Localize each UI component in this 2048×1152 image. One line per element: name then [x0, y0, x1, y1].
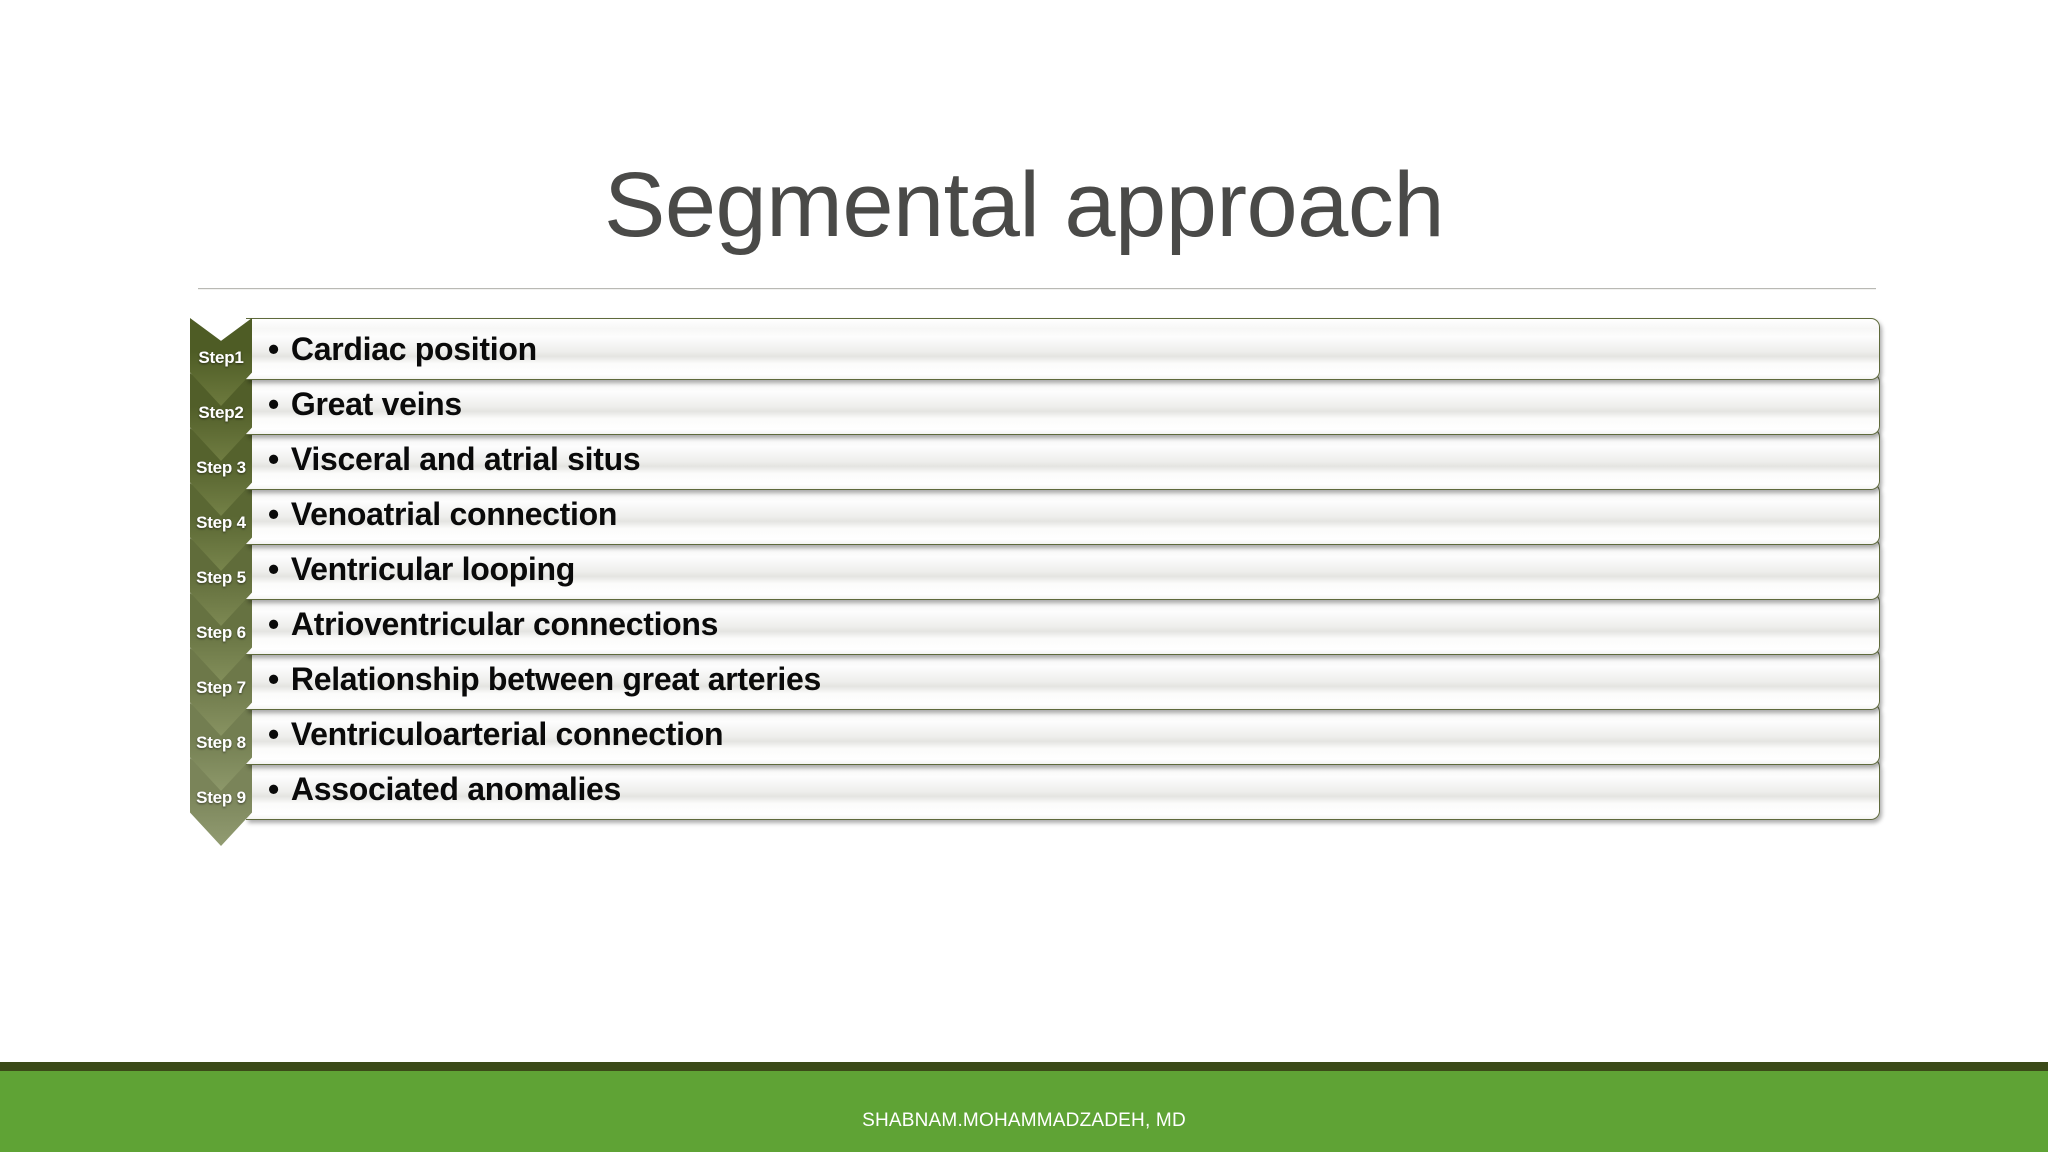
step-marker-label: Step 8: [196, 733, 246, 752]
footer-accent-stripe: [0, 1062, 2048, 1071]
step-text-label: Ventricular looping: [290, 550, 576, 587]
step-marker-label: Step 6: [196, 623, 246, 642]
step-text: • Ventriculoarterial connection: [246, 715, 724, 753]
bullet-icon: •: [268, 770, 279, 807]
step-row[interactable]: • Visceral and atrial situs Step 3: [190, 428, 1880, 516]
step-marker-label: Step2: [198, 403, 244, 422]
step-text: • Atrioventricular connections: [246, 606, 718, 643]
step-text-label: Visceral and atrial situs: [290, 440, 641, 477]
footer-band: [0, 1071, 2048, 1152]
step-text-label: Atrioventricular connections: [290, 605, 719, 642]
step-bar[interactable]: • Relationship between great arteries: [246, 648, 1880, 710]
step-text-label: Venoatrial connection: [290, 495, 618, 532]
step-text: • Great veins: [246, 386, 462, 423]
step-text: • Venoatrial connection: [246, 496, 617, 533]
step-marker-label: Step 9: [196, 788, 246, 807]
step-text: • Associated anomalies: [246, 771, 621, 808]
step-bar[interactable]: • Ventricular looping: [246, 538, 1880, 600]
step-marker-label: Step 5: [196, 568, 246, 587]
step-bar[interactable]: • Atrioventricular connections: [246, 593, 1880, 655]
step-text-label: Associated anomalies: [290, 770, 622, 807]
step-row[interactable]: • Ventriculoarterial connection Step 8: [190, 703, 1880, 791]
page-title: Segmental approach: [603, 154, 1445, 256]
step-text: • Cardiac position: [246, 331, 537, 368]
step-marker-label: Step 4: [196, 513, 246, 532]
step-bar[interactable]: • Visceral and atrial situs: [246, 428, 1880, 490]
step-text: • Relationship between great arteries: [246, 661, 821, 698]
step-bar[interactable]: • Great veins: [246, 373, 1880, 435]
step-bar[interactable]: • Venoatrial connection: [246, 483, 1880, 545]
bullet-icon: •: [268, 495, 279, 532]
footer-author: SHABNAM.MOHAMMADZADEH, MD: [862, 1110, 1186, 1131]
step-marker-label: Step 3: [196, 458, 246, 477]
step-row[interactable]: • Atrioventricular connections Step 6: [190, 593, 1880, 681]
bullet-icon: •: [268, 330, 279, 367]
bullet-icon: •: [268, 605, 279, 642]
step-marker-label: Step1: [198, 348, 244, 367]
step-text: • Ventricular looping: [246, 551, 575, 588]
bullet-icon: •: [268, 715, 279, 752]
step-row[interactable]: • Ventricular looping Step 5: [190, 538, 1880, 626]
step-row[interactable]: • Cardiac position Step1: [190, 318, 1880, 406]
step-row[interactable]: • Great veins Step2: [190, 373, 1880, 461]
step-text-label: Cardiac position: [290, 330, 537, 367]
bullet-icon: •: [268, 440, 279, 477]
title-divider: [198, 288, 1876, 289]
bullet-icon: •: [268, 550, 279, 587]
step-marker-label: Step 7: [196, 678, 246, 697]
step-text: • Visceral and atrial situs: [246, 440, 641, 478]
step-row[interactable]: • Relationship between great arteries Step…: [190, 648, 1880, 736]
step-text-label: Ventriculoarterial connection: [290, 715, 724, 752]
bullet-icon: •: [268, 660, 279, 697]
bullet-icon: •: [268, 385, 279, 422]
step-bar[interactable]: • Cardiac position: [246, 318, 1880, 380]
step-text-label: Relationship between great arteries: [290, 660, 822, 697]
step-bar[interactable]: • Ventriculoarterial connection: [246, 703, 1880, 765]
step-text-label: Great veins: [290, 385, 462, 422]
